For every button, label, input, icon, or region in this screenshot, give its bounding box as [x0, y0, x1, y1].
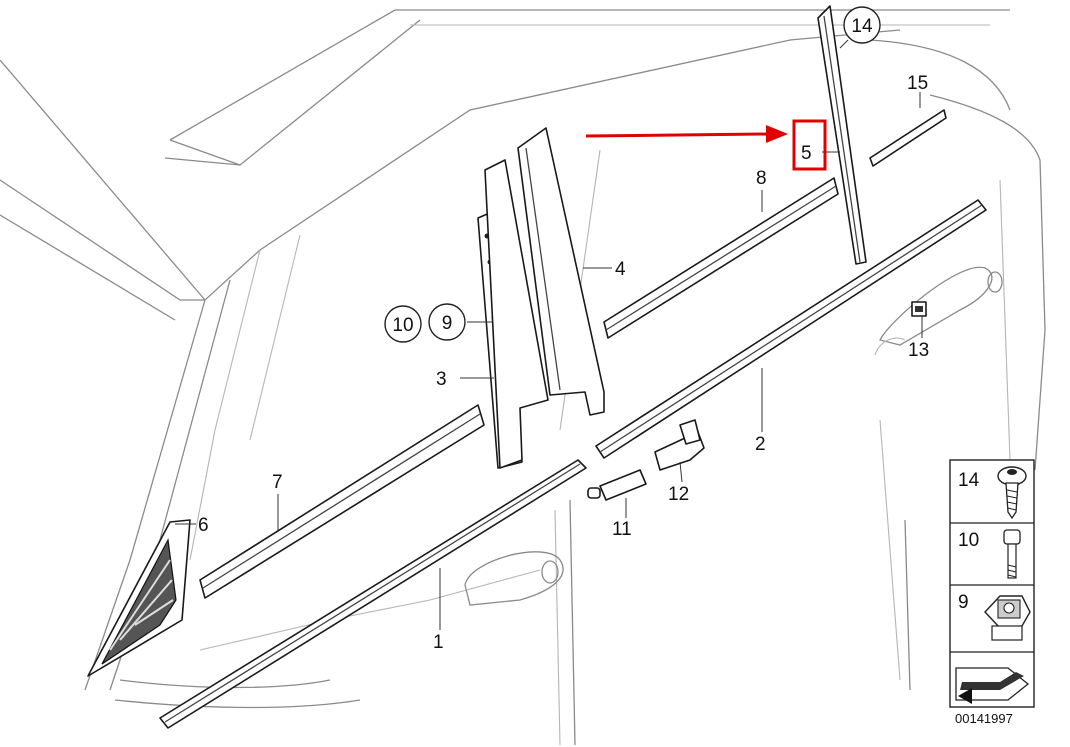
legend-label-14: 14: [958, 470, 980, 491]
callout-9: 9: [442, 313, 453, 334]
part-13-clip: [911, 301, 927, 317]
part-5-front-pillar-trim: [817, 5, 867, 265]
part-4-b-pillar-cover: [484, 127, 605, 469]
legend-label-9: 9: [958, 592, 969, 613]
callout-9-circle: 9: [428, 303, 466, 341]
callout-10-circle: 10: [384, 305, 422, 343]
callout-10: 10: [392, 315, 413, 336]
callout-3: 3: [436, 369, 447, 390]
legend-label-10: 10: [958, 530, 979, 551]
callout-8: 8: [756, 168, 767, 189]
callout-14: 14: [851, 16, 873, 37]
callout-15: 15: [907, 73, 928, 94]
exploded-view-arrow-icon: [955, 667, 1030, 704]
part-15-strip: [869, 109, 947, 167]
highlight-box: [792, 119, 827, 171]
part-8-front-window-channel: [603, 177, 839, 339]
part-7-rear-window-channel: [199, 404, 485, 599]
hardware-legend: 14 10 9: [949, 459, 1035, 708]
part-6-triangle-cover: [87, 519, 191, 677]
callout-14-circle: 14: [843, 6, 881, 44]
catalog-number: 00141997: [955, 711, 1013, 726]
highlight-arrow: [585, 125, 788, 143]
callout-7: 7: [272, 472, 283, 493]
callout-6: 6: [198, 515, 209, 536]
callout-2: 2: [755, 434, 766, 455]
part-11-clip: [587, 469, 647, 501]
part-12-clip: [654, 419, 705, 471]
callout-5: 5: [801, 143, 812, 164]
callout-4: 4: [615, 259, 626, 280]
callout-11: 11: [612, 519, 632, 540]
clip-nut-9-icon: [984, 595, 1031, 641]
car-body-outline: [0, 9, 1046, 746]
callout-1: 1: [433, 632, 444, 653]
part-1-rear-belt-moulding: [159, 459, 587, 729]
callout-12: 12: [668, 484, 689, 505]
leader-lines: [175, 39, 923, 630]
screw-14-icon: [997, 466, 1027, 520]
callout-13: 13: [908, 340, 929, 361]
bolt-10-icon: [1003, 529, 1021, 579]
part-2-front-belt-moulding: [595, 199, 987, 459]
